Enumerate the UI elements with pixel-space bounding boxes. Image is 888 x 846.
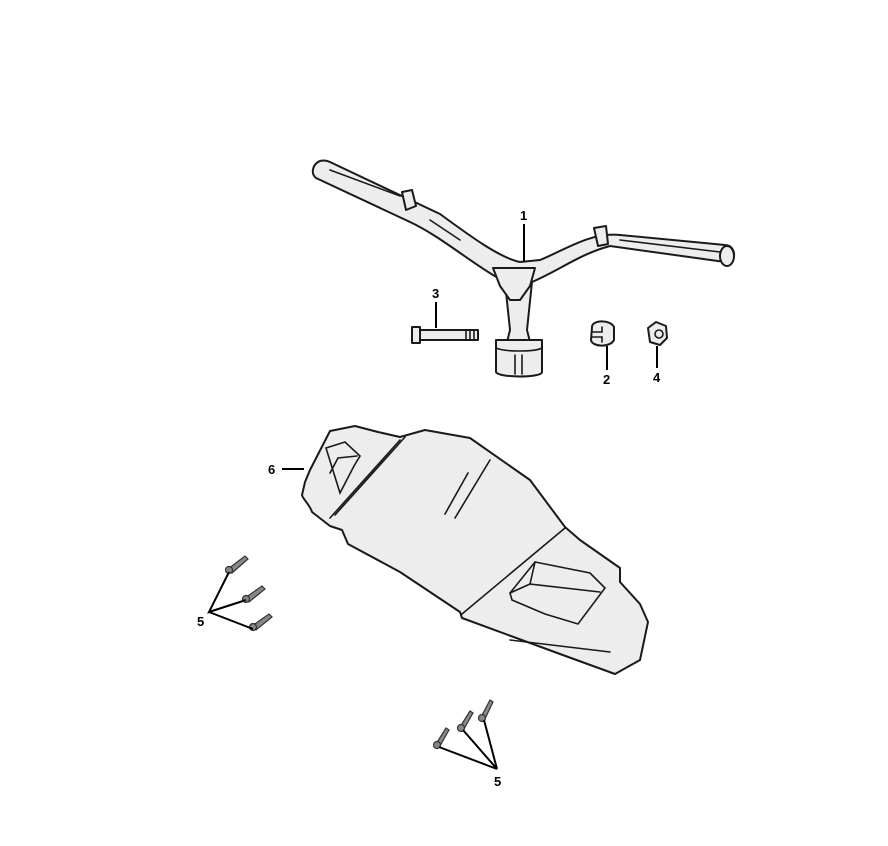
leader-lines xyxy=(207,224,658,770)
handlebar-part[interactable] xyxy=(311,159,736,378)
callout-6: 6 xyxy=(268,462,275,477)
callout-2: 2 xyxy=(603,372,610,387)
callout-5-left: 5 xyxy=(197,614,204,629)
screw-group-left[interactable] xyxy=(224,555,273,632)
callout-3: 3 xyxy=(432,286,439,301)
washer-part[interactable] xyxy=(590,320,615,347)
cover-part[interactable] xyxy=(301,425,649,675)
nut-part[interactable] xyxy=(647,321,668,346)
bolt-part[interactable] xyxy=(411,326,479,344)
callout-5-bottom: 5 xyxy=(494,774,501,789)
screw-group-bottom[interactable] xyxy=(432,699,494,750)
callout-1: 1 xyxy=(520,208,527,223)
callout-4: 4 xyxy=(653,370,661,385)
